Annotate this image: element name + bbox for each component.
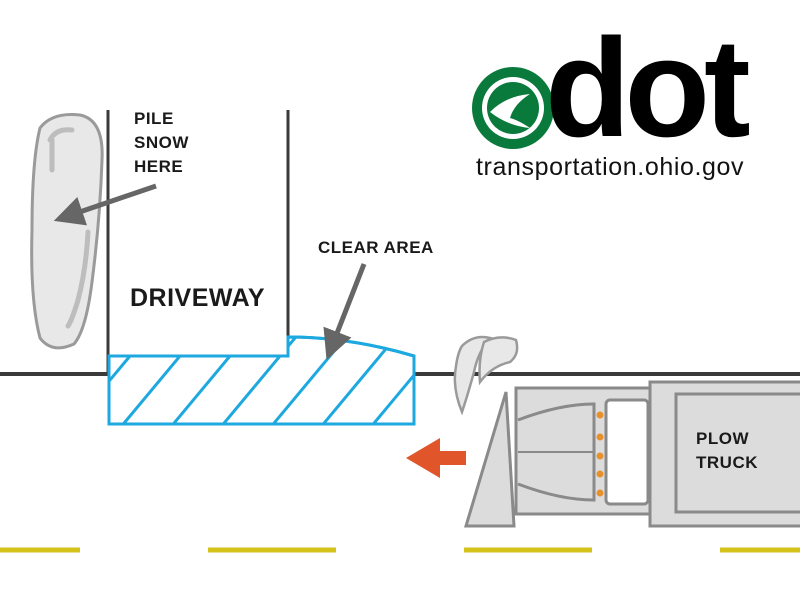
plow-truck-label: PLOW TRUCK [696,427,776,475]
pile-label-line: HERE [134,157,184,176]
truck-label-line: PLOW [696,429,749,448]
pile-snow-label: PILE SNOW HERE [134,107,224,179]
truck-label-line: TRUCK [696,453,758,472]
snow-pile [30,113,104,350]
clear-area-label: CLEAR AREA [318,238,434,257]
logo-wordmark: dot [545,9,751,166]
pile-label-line: PILE [134,109,174,128]
left-arrow-icon [406,438,466,478]
pile-label-line: SNOW [134,133,189,152]
snow-spray [453,335,519,416]
logo-url: transportation.ohio.gov [476,153,745,181]
truck-lights [596,411,604,497]
clear-area-zone [107,335,416,426]
clear-area-pointer-arrow [323,263,367,360]
driveway-label: DRIVEWAY [130,284,266,312]
ohio-dot-swoosh-icon [472,67,554,149]
pile-pointer-arrow [53,183,157,226]
plow-blade [463,391,516,528]
plow-truck [463,380,800,528]
